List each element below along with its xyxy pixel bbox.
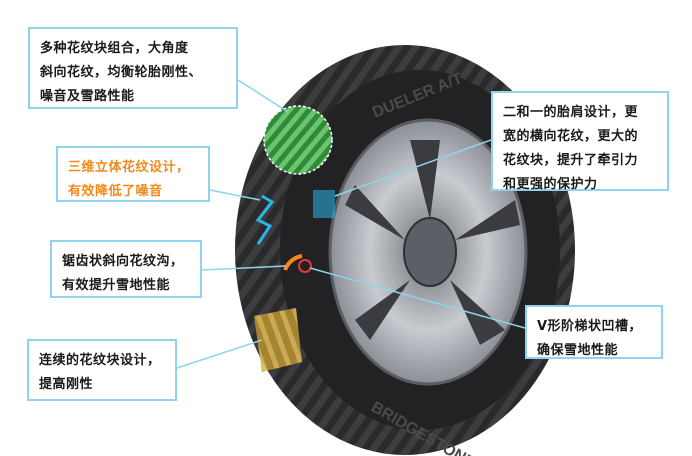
wheel-spokes (345, 140, 520, 345)
sawtooth-highlight (283, 254, 303, 271)
callout-line: 宽的横向花纹，更大的 (503, 129, 639, 144)
callout-v-step-groove: V形阶梯状凹槽， 确保雪地性能 (525, 305, 663, 359)
callout-line: 有效降低了噪音 (68, 184, 163, 199)
callout-line: 有效提升雪地性能 (62, 278, 171, 293)
callout-line: 花纹块，提升了牵引力 (503, 153, 639, 168)
callout-line: 连续的花纹块设计， (39, 353, 161, 368)
leader-lines (176, 79, 526, 369)
callout-line: 和更强的保护力 (503, 177, 598, 192)
callout-line: 斜向花纹，均衡轮胎刚性、 (40, 65, 203, 80)
callout-line: 锯齿状斜向花纹沟， (62, 254, 184, 269)
callout-3d-sipe: 三维立体花纹设计， 有效降低了噪音 (56, 146, 210, 202)
callout-sawtooth-groove: 锯齿状斜向花纹沟， 有效提升雪地性能 (50, 240, 202, 298)
callout-shoulder-design: 二和一的胎肩设计，更 宽的横向花纹，更大的 花纹块，提升了牵引力 和更强的保护力 (491, 91, 669, 192)
v-groove-highlight (298, 259, 312, 273)
callout-line: 提高刚性 (39, 377, 94, 392)
callout-line: 多种花纹块组合，大角度 (40, 41, 189, 56)
callout-line: 三维立体花纹设计， (68, 160, 190, 175)
callout-tread-pattern: 多种花纹块组合，大角度 斜向花纹，均衡轮胎刚性、 噪音及雪路性能 (28, 27, 238, 109)
continuous-block-highlight (254, 308, 302, 372)
callout-line: 噪音及雪路性能 (40, 89, 135, 104)
wheel-hub (403, 217, 457, 287)
3d-sipe-highlight (255, 194, 275, 245)
callout-line: 二和一的胎肩设计，更 (503, 105, 639, 120)
shoulder-highlight (313, 190, 335, 218)
callout-continuous-block: 连续的花纹块设计， 提高刚性 (27, 339, 177, 401)
callout-line: 确保雪地性能 (537, 343, 619, 358)
callout-line: V形阶梯状凹槽， (537, 319, 643, 334)
tread-pattern-highlight (263, 105, 333, 175)
